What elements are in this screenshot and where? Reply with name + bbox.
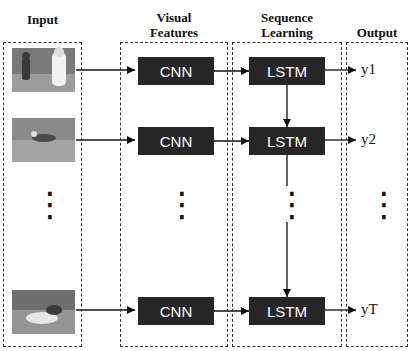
- column-heading: Input: [3, 12, 82, 27]
- box-label: LSTM: [267, 303, 307, 320]
- box-label: LSTM: [267, 133, 307, 150]
- box-label: CNN: [160, 63, 193, 80]
- input-frame: [12, 118, 75, 162]
- process-box: LSTM: [249, 127, 325, 155]
- box-label: CNN: [160, 303, 193, 320]
- ellipsis: ⋮: [165, 186, 185, 222]
- arrow-connector: [286, 85, 287, 127]
- process-box: LSTM: [249, 57, 325, 85]
- ellipsis: ⋮: [275, 186, 295, 222]
- column-heading: Sequence Learning: [249, 10, 325, 40]
- ellipsis: ⋮: [33, 186, 53, 222]
- output-label: y2: [360, 131, 377, 148]
- box-label: LSTM: [267, 63, 307, 80]
- box-label: CNN: [160, 133, 193, 150]
- process-box: CNN: [138, 127, 214, 155]
- wire: [76, 70, 356, 310]
- input-frame: [12, 290, 75, 334]
- output-label: yT: [360, 301, 379, 318]
- process-box: CNN: [138, 57, 214, 85]
- ellipsis: ⋮: [367, 186, 387, 222]
- arrow-connector: [286, 155, 287, 297]
- column-heading: Output: [346, 25, 408, 40]
- input-frame: [12, 47, 75, 92]
- process-box: CNN: [138, 297, 214, 325]
- column-heading: Visual Features: [138, 10, 210, 40]
- output-label: y1: [360, 61, 377, 78]
- process-box: LSTM: [249, 297, 325, 325]
